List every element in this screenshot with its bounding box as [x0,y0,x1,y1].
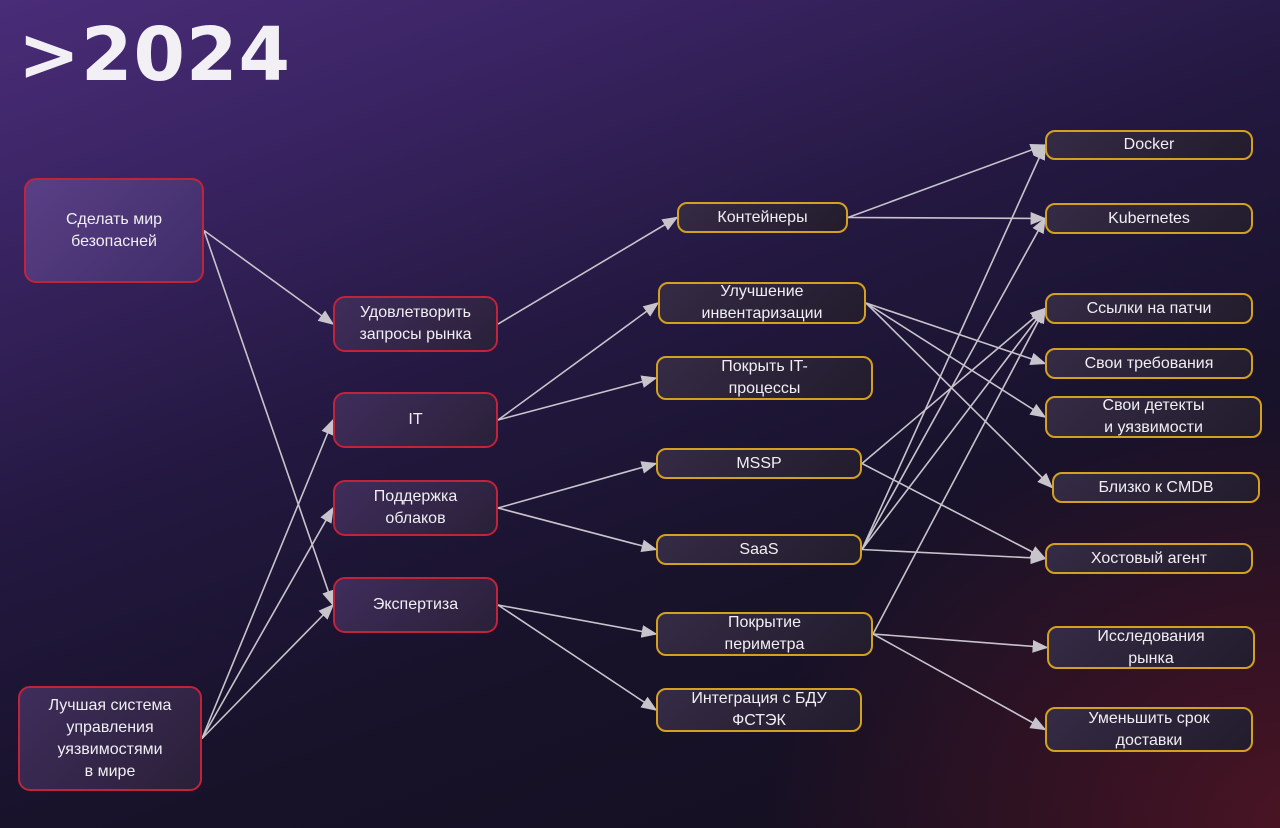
edge-saas-to-agent [861,548,1047,565]
edge-goal1-to-expert [203,230,335,607]
edge-it-to-inventory [497,302,660,421]
edge-mssp-to-agent [861,462,1047,560]
edge-expert-to-bdu [497,604,658,711]
edge-goal2-to-cloud [201,506,334,739]
edge-containers-to-k8s [847,212,1047,225]
goal-node-safer-world: Сделать мир безопасней [24,178,204,283]
node-saas: SaaS [656,534,862,565]
edge-perimeter-to-research [872,633,1049,653]
node-own-detects: Свои детекты и уязвимости [1045,396,1262,438]
edge-goal2-to-expert [201,603,335,740]
node-market-research: Исследования рынка [1047,626,1255,669]
node-bdu-integration: Интеграция с БДУ ФСТЭК [656,688,862,732]
node-docker: Docker [1045,130,1253,160]
page-title: >2024 [18,12,291,98]
node-host-agent: Хостовый агент [1045,543,1253,574]
edge-mssp-to-patches [861,307,1047,465]
node-own-requirements: Свои требования [1045,348,1253,379]
edge-inventory-to-reqs [865,302,1047,365]
node-cmdb: Близко к CMDB [1052,472,1260,503]
node-inventory: Улучшение инвентаризации [658,282,866,324]
edge-containers-to-docker [847,143,1047,219]
node-cloud: Поддержка облаков [333,480,498,536]
edge-cloud-to-mssp [497,461,658,509]
edge-market-to-containers [497,216,679,325]
node-patch-links: Ссылки на патчи [1045,293,1253,324]
node-perimeter: Покрытие периметра [656,612,873,656]
node-delivery-time: Уменьшить срок доставки [1045,707,1253,752]
node-kubernetes: Kubernetes [1045,203,1253,234]
node-mssp: MSSP [656,448,862,479]
edge-goal1-to-market [203,229,335,325]
node-it-processes: Покрыть IT- процессы [656,356,873,400]
edge-perimeter-to-patches [872,307,1046,635]
edge-it-to-itproc [497,375,658,421]
edge-inventory-to-detects [865,302,1047,418]
node-containers: Контейнеры [677,202,848,233]
node-market: Удовлетворить запросы рынка [333,296,498,352]
edge-saas-to-k8s [861,217,1046,550]
node-expertise: Экспертиза [333,577,498,633]
edge-saas-to-docker [861,143,1046,550]
node-it: IT [333,392,498,448]
edge-inventory-to-cmdb [865,302,1054,489]
goal-node-best-vm-system: Лучшая система управления уязвимостями в… [18,686,202,791]
edge-expert-to-perimeter [497,604,658,638]
edge-cloud-to-saas [497,507,658,553]
edge-goal2-to-it [201,418,334,739]
edge-perimeter-to-delivery [872,633,1047,731]
edge-saas-to-patches [861,307,1046,550]
